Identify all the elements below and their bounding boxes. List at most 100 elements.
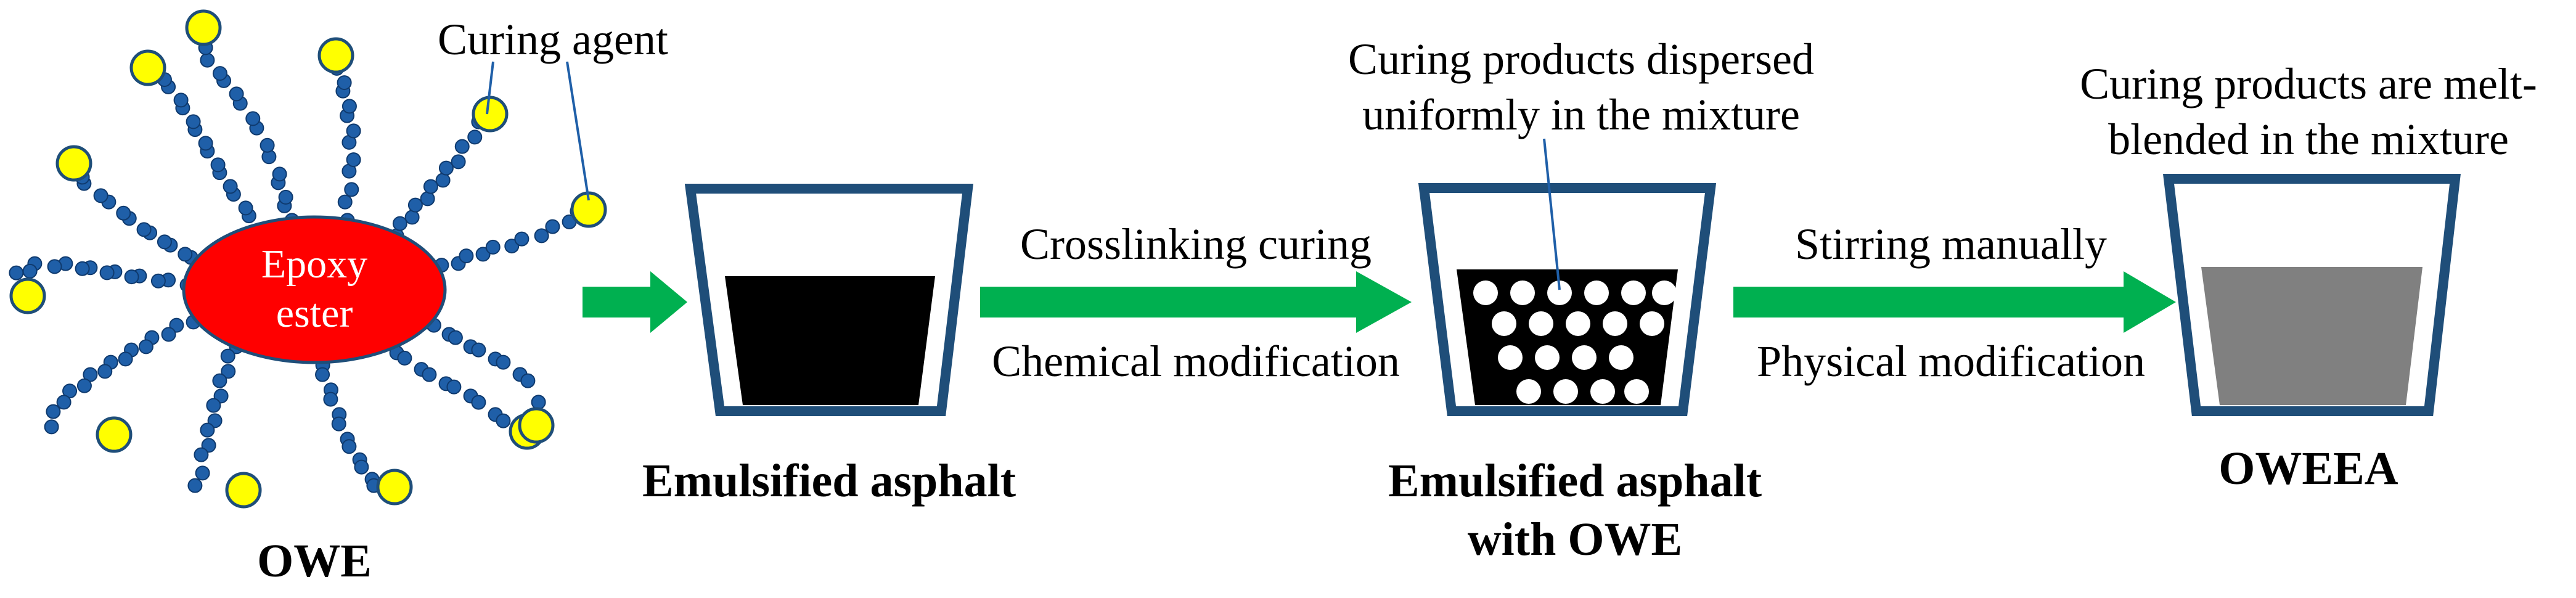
chain-bead [198, 136, 213, 151]
chain-bead [467, 129, 483, 145]
chain-bead [514, 231, 530, 247]
curing-product-particle [1553, 379, 1578, 404]
chain-bead [278, 189, 293, 205]
chain-bead [173, 92, 189, 108]
green-arrow-2 [980, 271, 1412, 333]
annotation-callout-line [1543, 138, 1561, 290]
chain-bead [56, 395, 72, 410]
chain-bead [397, 350, 412, 366]
chain-bead [221, 364, 236, 379]
chain-bead [451, 154, 466, 170]
curing-product-particle [1652, 281, 1677, 305]
chain-bead [212, 66, 227, 81]
curing-agent-groups [9, 9, 607, 509]
beaker-outline [684, 184, 974, 416]
beaker-outline [2162, 174, 2461, 416]
chain-bead [223, 179, 238, 194]
asphalt-with-owe-beaker: Curing products dispersed uniformly in t… [1348, 35, 1814, 565]
chain-bead [423, 179, 438, 194]
curing-product-particle [1529, 311, 1553, 336]
epoxy-ester-label-line1: Epoxy [261, 242, 367, 287]
chain-bead [404, 210, 420, 225]
asphalt-with-owe-label-line1: Emulsified asphalt [1388, 455, 1762, 507]
curing-agent-circle [317, 37, 354, 74]
chain-bead [446, 379, 462, 395]
chain-bead [44, 419, 59, 435]
melt-blended-annotation-line1: Curing products are melt- [2080, 59, 2537, 109]
chemical-modification-arrow: Crosslinking curing Chemical modificatio… [980, 219, 1412, 386]
curing-product-particle [1473, 281, 1498, 305]
curing-agent-circle [9, 277, 46, 314]
curing-agent-circle [225, 472, 262, 509]
chain-bead [124, 269, 139, 285]
chain-bead [346, 152, 361, 168]
chain-bead [341, 439, 357, 454]
curing-product-particle [1621, 281, 1646, 305]
oweea-beaker: Curing products are melt- blended in the… [2080, 59, 2537, 494]
stirring-manually-label: Stirring manually [1795, 219, 2107, 269]
chain-bead [178, 247, 193, 262]
chain-bead [496, 413, 511, 428]
chain-bead [337, 75, 352, 91]
chain-bead [260, 137, 275, 153]
chain-bead [194, 447, 209, 462]
chain-bead [315, 367, 330, 382]
chain-bead [454, 139, 470, 154]
chain-bead [46, 404, 61, 419]
curing-product-particle [1492, 311, 1516, 336]
emulsified-asphalt-beaker: Emulsified asphalt [642, 184, 1016, 507]
chain-bead [76, 378, 92, 393]
chain-bead [520, 373, 536, 388]
chain-bead [93, 188, 108, 203]
emulsified-asphalt-label: Emulsified asphalt [642, 455, 1016, 507]
chain-bead [534, 228, 549, 244]
chain-bead [475, 247, 491, 262]
curing-product-particle [1609, 345, 1634, 370]
chain-bead [229, 86, 244, 102]
chain-bead [341, 99, 357, 114]
crosslinking-curing-label: Crosslinking curing [1020, 219, 1372, 269]
chain-bead [459, 248, 474, 264]
chain-bead [200, 52, 215, 68]
chain-bead [272, 166, 287, 182]
chain-bead [150, 273, 166, 289]
chain-bead [422, 367, 437, 382]
asphalt-fill [725, 276, 935, 405]
chain-bead [161, 327, 176, 342]
chain-bead [238, 200, 253, 216]
chain-bead [496, 354, 511, 370]
dispersed-annotation-line1: Curing products dispersed [1348, 35, 1814, 84]
chain-bead [407, 197, 423, 213]
chain-bead [344, 182, 359, 197]
curing-product-particle [1547, 281, 1572, 305]
chain-bead [47, 259, 62, 274]
owe-name-label: OWE [257, 535, 372, 587]
dispersed-annotation-line2: uniformly in the mixture [1362, 90, 1800, 139]
chemical-modification-label: Chemical modification [992, 337, 1400, 386]
chain-bead [245, 111, 261, 126]
chain-bead [438, 160, 454, 176]
curing-agent-circle [129, 49, 166, 86]
chain-bead [157, 234, 172, 250]
chain-bead [545, 219, 560, 234]
curing-agent-circle [185, 9, 222, 46]
epoxy-ester-label-line2: ester [276, 291, 353, 336]
chain-bead [118, 351, 133, 367]
chain-bead [420, 191, 435, 207]
curing-agent-label: Curing agent [438, 15, 668, 64]
chain-bead [471, 395, 486, 410]
curing-agent-circle [96, 416, 133, 453]
chain-bead [471, 342, 486, 358]
chain-bead [9, 265, 24, 281]
chain-bead [138, 339, 153, 354]
green-arrow-1 [583, 271, 687, 333]
chain-bead [346, 123, 361, 139]
curing-agent-callout-line-2 [566, 61, 590, 201]
physical-modification-arrow: Stirring manually Physical modification [1733, 219, 2176, 386]
asphalt-with-particles-fill [1457, 269, 1678, 405]
chain-bead [22, 263, 38, 279]
chain-bead [220, 348, 235, 364]
chain-bead [99, 265, 115, 281]
curing-product-particle [1572, 345, 1597, 370]
chain-bead [136, 222, 152, 237]
